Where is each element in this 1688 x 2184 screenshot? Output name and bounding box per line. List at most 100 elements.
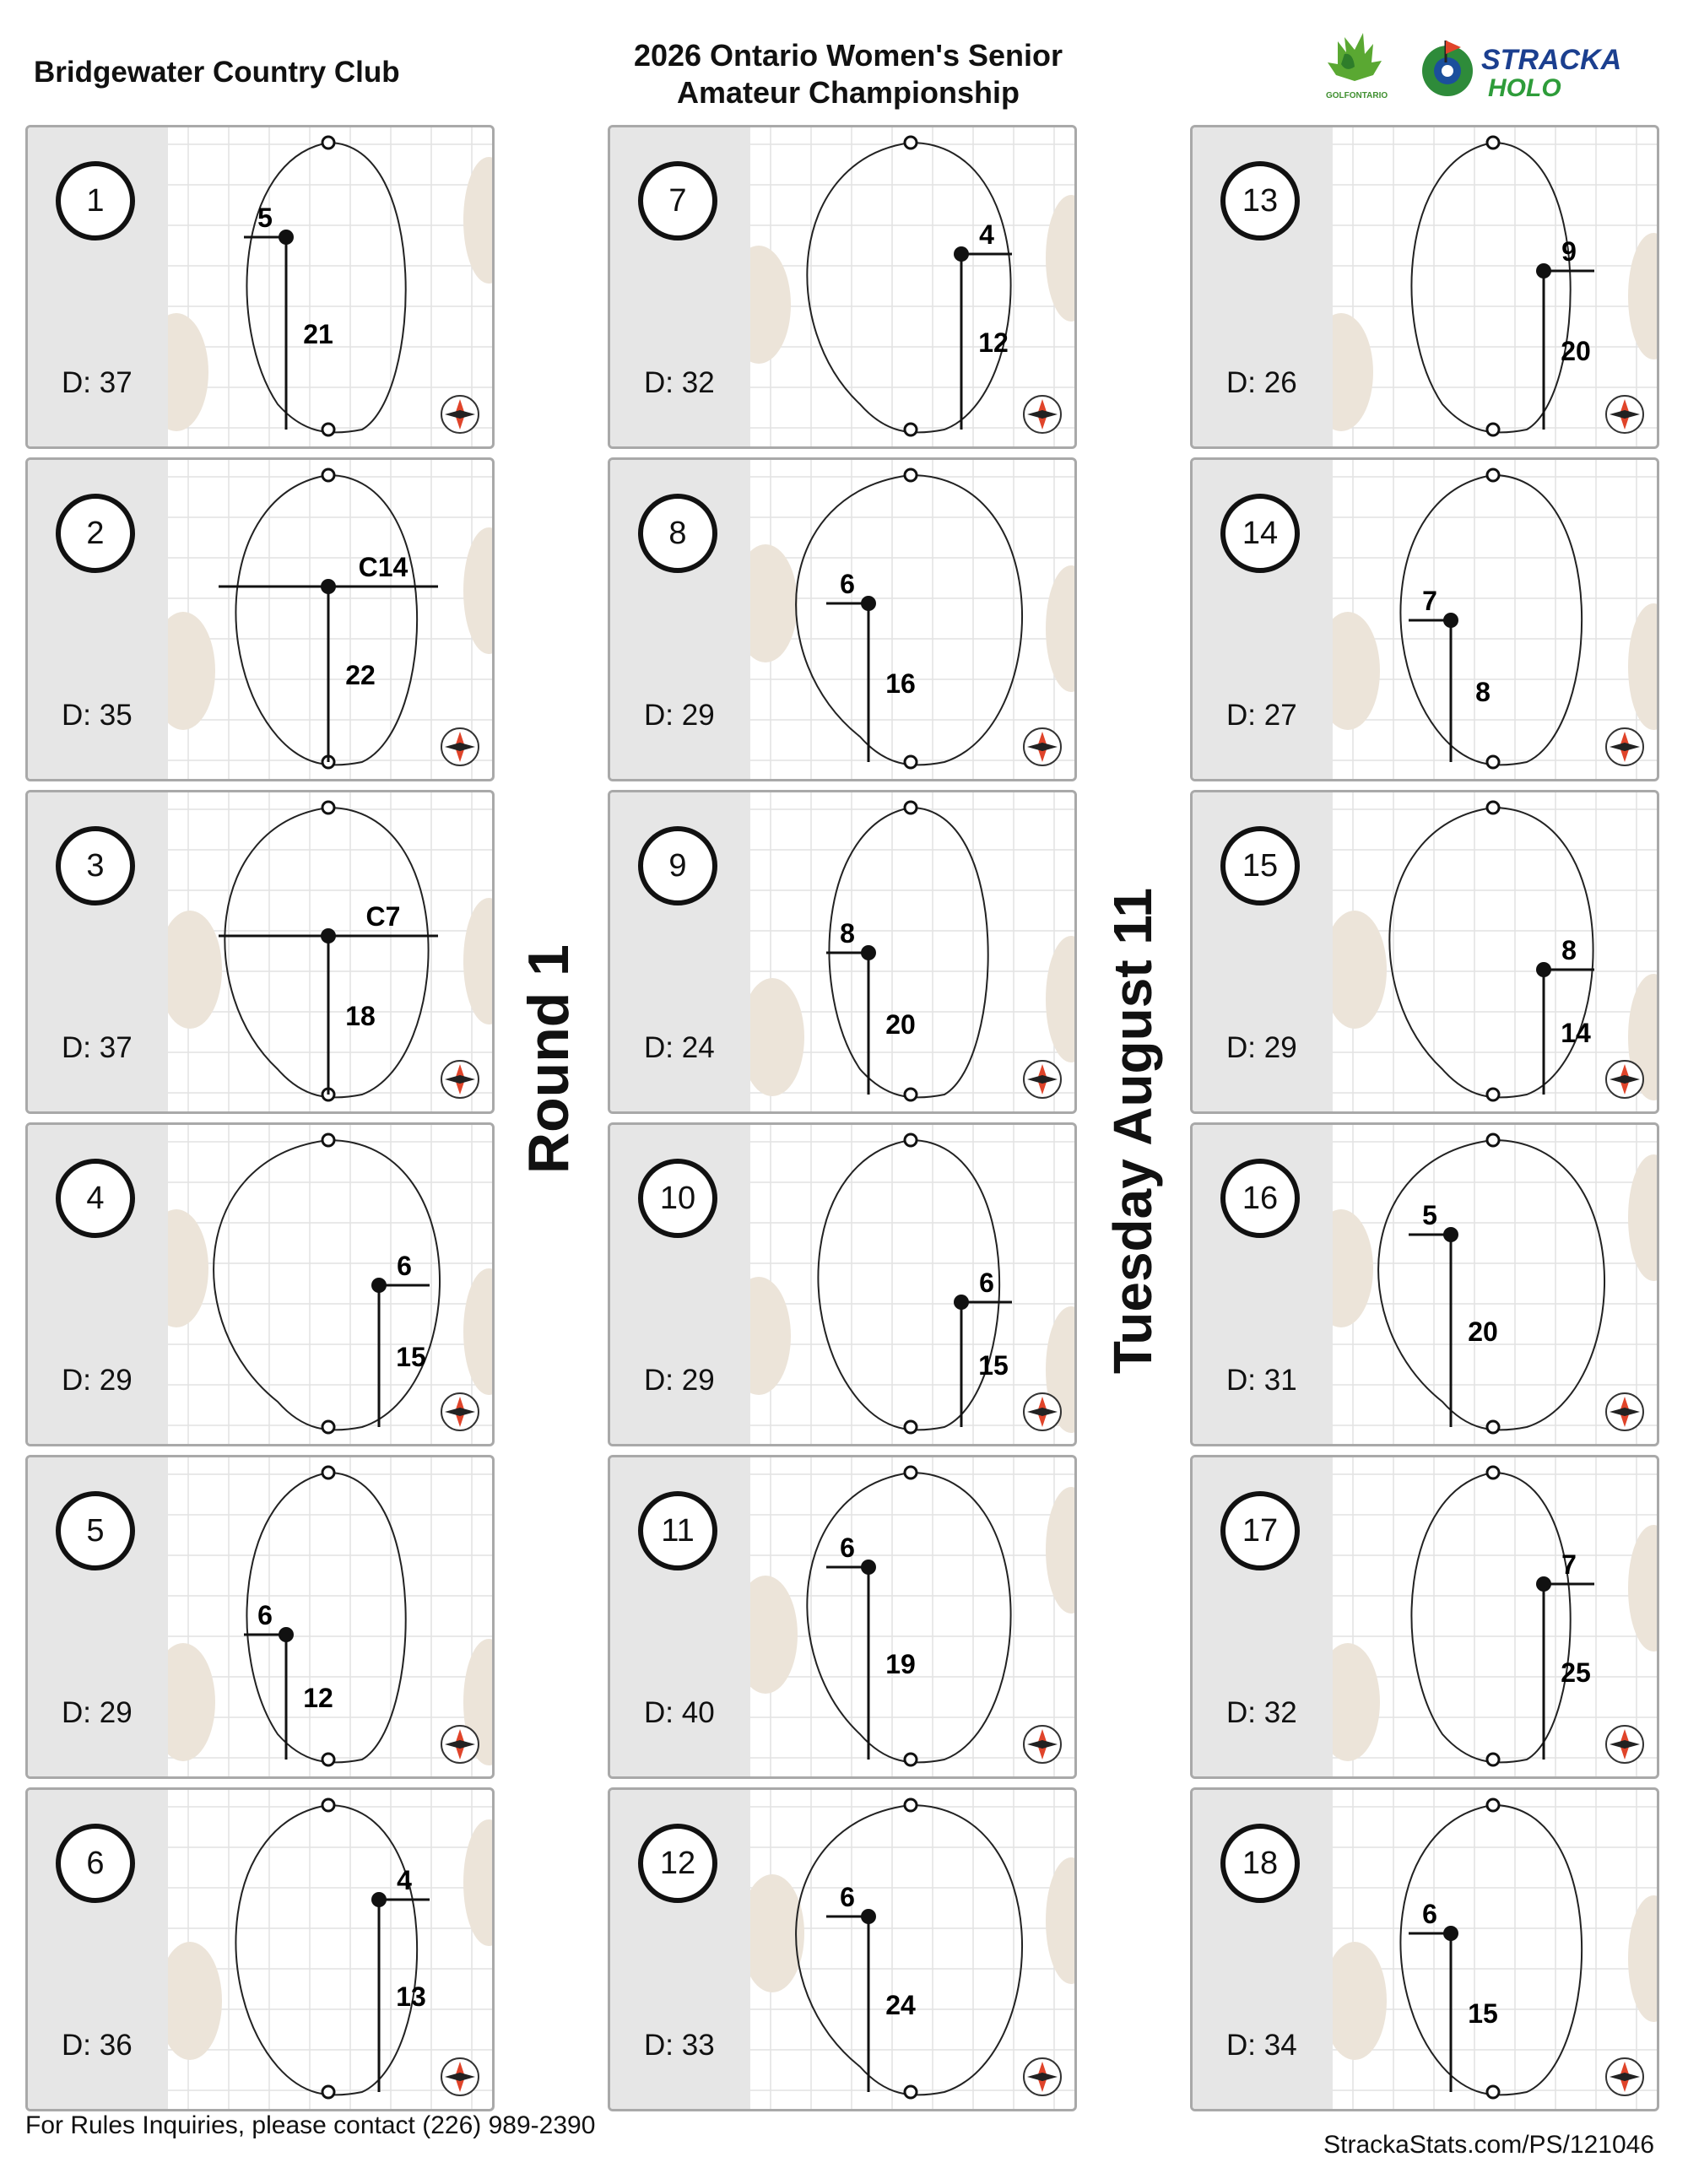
green-map: 612	[168, 1457, 492, 1776]
pin-position	[1443, 1227, 1458, 1242]
back-marker	[1485, 1465, 1501, 1480]
rules-contact: For Rules Inquiries, please contact (226…	[25, 2111, 596, 2139]
pin-front-distance: 20	[885, 1009, 916, 1040]
green-outline	[806, 141, 1012, 434]
compass-icon	[1605, 1392, 1644, 1431]
green-map: 615	[168, 1125, 492, 1444]
green-outline	[246, 141, 407, 434]
back-marker	[321, 1797, 336, 1813]
bunker	[463, 157, 492, 284]
bunker	[750, 246, 791, 364]
compass-icon	[1023, 395, 1062, 434]
pin-side-distance: 4	[397, 1865, 412, 1895]
green-map: 624	[750, 1790, 1074, 2109]
bunker	[168, 911, 222, 1029]
pin-side-distance: 7	[1561, 1549, 1577, 1580]
back-marker	[1485, 1133, 1501, 1148]
front-marker	[1485, 754, 1501, 770]
compass-icon	[1605, 395, 1644, 434]
event-title-line2: Amateur Championship	[676, 75, 1020, 110]
golf-ontario-label: GOLFONTARIO	[1326, 91, 1388, 100]
pin-position	[321, 579, 336, 594]
date-label: Tuesday August 11	[1102, 887, 1163, 1375]
front-marker	[903, 2084, 918, 2100]
bunker	[1333, 313, 1373, 431]
green-outline	[795, 1803, 1024, 2096]
compass-icon	[441, 1725, 479, 1764]
bunker	[1046, 936, 1074, 1062]
bunker	[1046, 565, 1074, 692]
pin-position	[1536, 263, 1551, 278]
bunker	[1628, 603, 1657, 730]
compass-icon	[1605, 1060, 1644, 1099]
green-depth: D: 35	[62, 699, 133, 732]
pin-front-distance: 12	[978, 327, 1009, 358]
bunker	[1333, 1209, 1373, 1327]
front-marker	[903, 422, 918, 437]
club-name: Bridgewater Country Club	[34, 56, 400, 89]
green-outline	[1399, 1803, 1583, 2096]
bunker	[1333, 911, 1387, 1029]
green-depth: D: 32	[1226, 1696, 1297, 1729]
bunker	[168, 313, 208, 431]
pin-position	[861, 596, 876, 611]
pin-side-distance: 6	[397, 1251, 412, 1281]
bunker	[1628, 1154, 1657, 1281]
bunker	[750, 1576, 798, 1694]
green-depth: D: 29	[62, 1364, 133, 1397]
front-marker	[321, 422, 336, 437]
green-depth: D: 37	[62, 1031, 133, 1064]
pin-position	[279, 230, 294, 245]
hole-number: 5	[56, 1491, 135, 1570]
front-marker	[321, 1752, 336, 1767]
green-depth: D: 31	[1226, 1364, 1297, 1397]
pin-front-distance: 15	[1468, 1998, 1498, 2029]
pin-side-distance: 6	[1422, 1899, 1437, 1929]
green-outline	[235, 473, 419, 766]
pin-position	[371, 1278, 387, 1293]
pin-position	[1536, 962, 1551, 977]
green-depth: D: 37	[62, 366, 133, 399]
bunker	[463, 898, 492, 1024]
bunker	[1628, 233, 1657, 359]
bunker	[750, 1277, 791, 1395]
green-depth: D: 29	[62, 1696, 133, 1729]
hole-info-panel: 5 D: 29	[28, 1457, 168, 1776]
green-map: 814	[1333, 792, 1657, 1111]
pin-front-distance: 20	[1561, 336, 1591, 366]
compass-icon	[1023, 1392, 1062, 1431]
compass-icon	[441, 1392, 479, 1431]
bunker	[1333, 612, 1380, 730]
front-marker	[1485, 1087, 1501, 1102]
compass-icon	[1605, 727, 1644, 766]
bunker	[168, 1643, 215, 1761]
pin-front-distance: 15	[978, 1350, 1009, 1381]
back-marker	[321, 1465, 336, 1480]
pin-side-distance: 6	[840, 1882, 855, 1912]
green-outline	[1377, 1138, 1606, 1431]
front-marker	[1485, 422, 1501, 437]
pin-side-distance: C7	[366, 901, 401, 932]
hole-number: 15	[1220, 826, 1300, 905]
pin-front-distance: 16	[885, 668, 916, 699]
front-marker	[321, 1419, 336, 1435]
back-marker	[1485, 800, 1501, 815]
green-outline	[224, 806, 430, 1099]
bunker	[1046, 1857, 1074, 1984]
